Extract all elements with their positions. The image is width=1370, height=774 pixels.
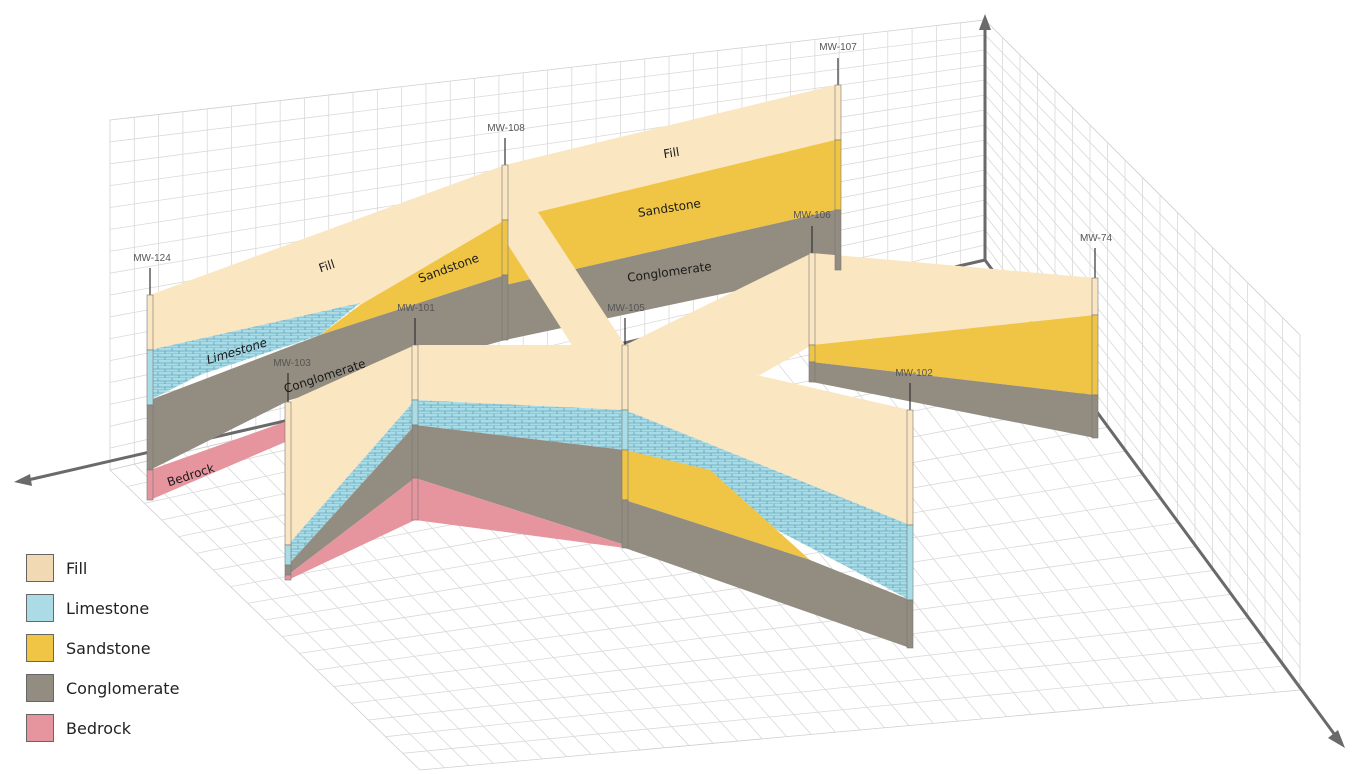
well-segment-fill <box>146 294 154 351</box>
legend-label-sandstone: Sandstone <box>66 638 151 658</box>
label-fill-left: Fill <box>317 257 337 275</box>
well-segment-bedrock <box>284 574 292 581</box>
panel-mw105-mw106 <box>625 253 812 375</box>
well-segment-sandstone <box>808 344 816 363</box>
well-label-mw74: MW-74 <box>1080 233 1112 244</box>
legend-item-conglomerate: Conglomerate <box>26 668 179 708</box>
well-column-mw-105 <box>621 318 629 549</box>
well-label-mw103: MW-103 <box>273 358 311 369</box>
label-fill-back: Fill <box>662 145 680 161</box>
legend-label-fill: Fill <box>66 558 88 578</box>
well-segment-limestone <box>146 349 154 406</box>
well-label-mw107: MW-107 <box>819 42 857 53</box>
legend-swatch-bedrock <box>26 714 54 742</box>
well-label-mw108: MW-108 <box>487 123 525 134</box>
well-column-mw-103 <box>284 373 292 581</box>
well-label-mw102: MW-102 <box>895 368 933 379</box>
well-label-mw105: MW-105 <box>607 303 645 314</box>
legend-label-bedrock: Bedrock <box>66 718 132 738</box>
well-segment-conglomerate <box>501 274 509 341</box>
well-segment-limestone <box>621 409 629 451</box>
well-segment-bedrock <box>146 469 154 501</box>
well-segment-conglomerate <box>284 564 292 576</box>
well-segment-fill <box>501 164 509 221</box>
legend-item-fill: Fill <box>26 548 179 588</box>
well-columns <box>146 58 1099 649</box>
panel-mw105-mw102 <box>625 345 910 648</box>
well-segment-limestone <box>284 544 292 566</box>
well-segment-fill <box>808 252 816 346</box>
well-segment-limestone <box>411 399 419 426</box>
well-segment-fill <box>621 344 629 411</box>
legend-swatch-limestone <box>26 594 54 622</box>
panel-mw108-mw105 <box>505 165 625 350</box>
well-segment-conglomerate <box>621 499 629 549</box>
well-segment-sandstone <box>621 449 629 501</box>
well-segment-limestone <box>906 524 914 601</box>
legend-label-limestone: Limestone <box>66 598 150 618</box>
well-segment-fill <box>284 401 292 546</box>
well-segment-sandstone <box>834 139 842 211</box>
legend-swatch-sandstone <box>26 634 54 662</box>
well-segment-conglomerate <box>1091 394 1099 439</box>
well-column-mw-108 <box>501 138 509 341</box>
well-segment-conglomerate <box>146 404 154 471</box>
well-segment-conglomerate <box>834 209 842 271</box>
well-column-mw-106 <box>808 226 816 383</box>
panel-mw124-mw108 <box>150 165 505 500</box>
well-label-mw101: MW-101 <box>397 303 435 314</box>
well-segment-fill <box>1091 277 1099 316</box>
legend-swatch-fill <box>26 554 54 582</box>
legend-item-bedrock: Bedrock <box>26 708 179 748</box>
well-label-mw106: MW-106 <box>793 210 831 221</box>
well-segment-sandstone <box>501 219 509 276</box>
well-column-mw-102 <box>906 383 914 649</box>
well-segment-fill <box>411 344 419 401</box>
well-column-mw-74 <box>1091 248 1099 439</box>
well-segment-fill <box>906 409 914 526</box>
legend-item-sandstone: Sandstone <box>26 628 179 668</box>
legend-label-conglomerate: Conglomerate <box>66 678 180 698</box>
well-column-mw-107 <box>834 58 842 271</box>
legend-swatch-conglomerate <box>26 674 54 702</box>
well-labels: MW-107 MW-108 MW-106 MW-124 MW-74 MW-101… <box>133 42 1112 379</box>
legend: Fill Limestone Sandstone Conglomerate Be… <box>26 548 179 748</box>
well-label-mw124: MW-124 <box>133 253 171 264</box>
well-segment-conglomerate <box>411 424 419 479</box>
well-column-mw-124 <box>146 268 154 501</box>
panel-mw101-mw105 <box>415 345 625 548</box>
legend-item-limestone: Limestone <box>26 588 179 628</box>
well-segment-conglomerate <box>808 361 816 383</box>
well-column-mw-101 <box>411 318 419 521</box>
well-segment-bedrock <box>411 477 419 521</box>
panel-mw103-mw101 <box>288 345 415 580</box>
well-segment-conglomerate <box>906 599 914 649</box>
panel-mw106-mw74 <box>812 253 1095 438</box>
well-segment-sandstone <box>1091 314 1099 396</box>
well-segment-fill <box>834 84 842 141</box>
